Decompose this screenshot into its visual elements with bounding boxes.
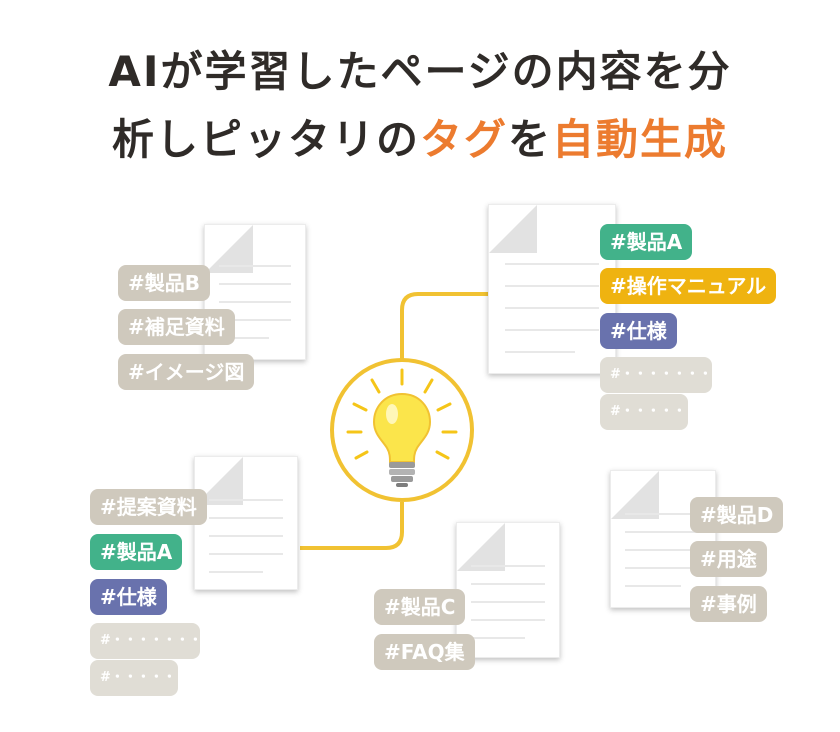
tag-specification: #仕様: [600, 313, 677, 349]
headline-accent-auto: 自動生成: [552, 115, 729, 164]
tag-placeholder-short: #・・・・・: [600, 394, 688, 430]
page-fold: [457, 523, 505, 571]
document-bottom-center: [456, 522, 560, 658]
tag-operation-manual: #操作マニュアル: [600, 268, 777, 304]
tag-faq-collection: #FAQ集: [374, 634, 475, 670]
page-fold: [489, 205, 537, 253]
headline-accent-tag: タグ: [419, 115, 508, 164]
headline-text-2a: 析しピッタリの: [111, 115, 420, 164]
headline-line-1: AIが学習したページの内容を分: [0, 38, 840, 99]
document-top-left: [204, 224, 306, 360]
tag-placeholder-short-2: #・・・・・: [90, 660, 178, 696]
headline-line-2: 析しピッタリのタグを自動生成: [0, 106, 840, 167]
tag-proposal-material: #提案資料: [90, 489, 207, 525]
document-bottom-left: [194, 456, 298, 590]
tag-use-case: #用途: [690, 541, 767, 577]
tag-supplementary-material: #補足資料: [118, 309, 235, 345]
tag-product-a: #製品A: [600, 224, 693, 260]
document-top-right: [488, 204, 616, 374]
tag-product-a-2: #製品A: [90, 534, 183, 570]
tag-examples: #事例: [690, 586, 767, 622]
headline-text-2b: を: [508, 115, 553, 164]
tag-product-c: #製品C: [374, 589, 466, 625]
tag-placeholder-long: #・・・・・・・: [600, 357, 712, 393]
headline-text-1: AIが学習したページの内容を分: [108, 47, 732, 96]
page-fold: [611, 471, 659, 519]
lightbulb-icon: [346, 368, 458, 487]
tag-product-d: #製品D: [690, 497, 784, 533]
tag-placeholder-long-2: #・・・・・・・: [90, 623, 202, 659]
tag-image-diagram: #イメージ図: [118, 354, 255, 390]
tag-product-b: #製品B: [118, 265, 211, 301]
tag-specification-2: #仕様: [90, 579, 167, 615]
lightbulb-circle: [330, 358, 474, 502]
document-bottom-right: [610, 470, 716, 608]
